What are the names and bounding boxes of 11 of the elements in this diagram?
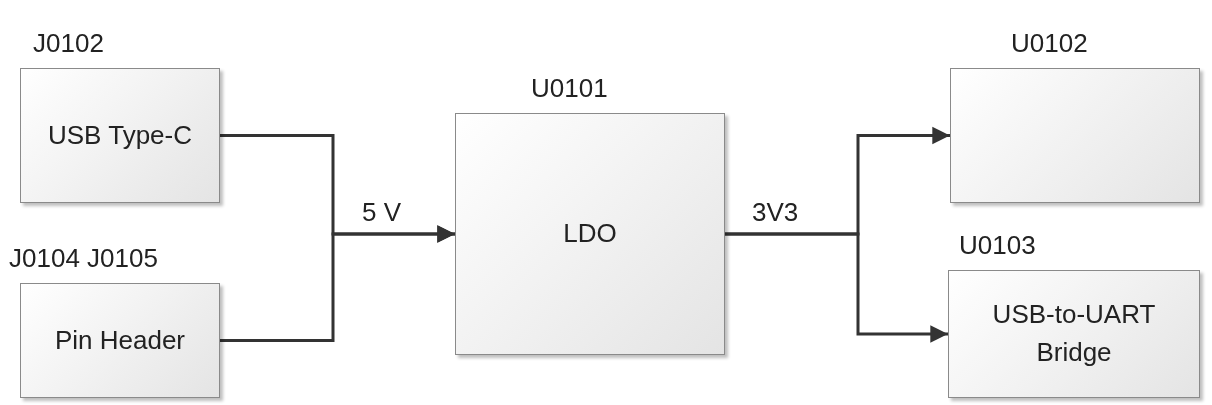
designator-label: J0104 J0105: [9, 243, 158, 274]
connector-arrow: [725, 232, 948, 343]
block-label: USB Type-C: [47, 118, 193, 152]
designator-label: J0102: [33, 28, 104, 59]
connector-arrow: [220, 225, 455, 342]
designator-label: U0101: [531, 73, 608, 104]
designator-label: U0103: [959, 230, 1036, 261]
block-label: USB-to-UART Bridge: [991, 298, 1157, 369]
block-label: Pin Header: [53, 323, 187, 357]
block-label: LDO: [562, 217, 618, 251]
designator-label: U0102: [1011, 28, 1088, 59]
